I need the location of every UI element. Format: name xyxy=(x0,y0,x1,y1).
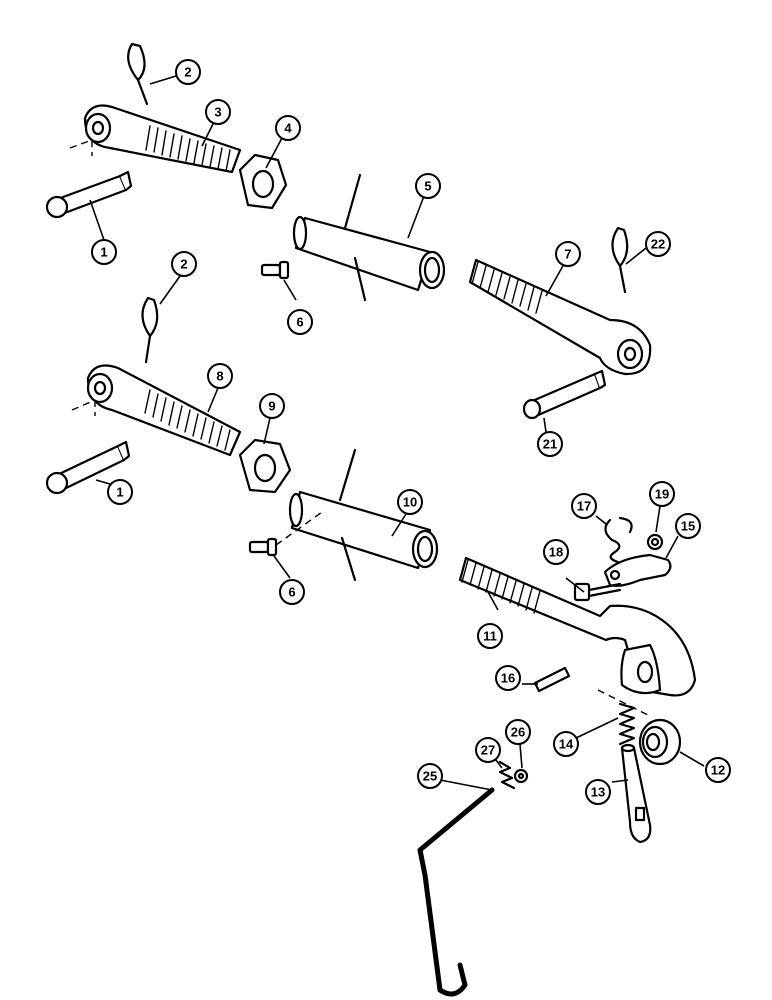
svg-text:2: 2 xyxy=(184,65,191,80)
svg-text:18: 18 xyxy=(549,545,563,560)
latch-plunger xyxy=(620,743,652,844)
callout-1-lower: 1 xyxy=(107,479,133,505)
callout-16: 16 xyxy=(495,665,521,691)
callout-4: 4 xyxy=(275,115,301,141)
svg-text:1: 1 xyxy=(100,245,107,260)
callout-6-lower: 6 xyxy=(279,579,305,605)
lower-pin xyxy=(45,440,131,495)
grease-nipple-upper xyxy=(260,260,290,280)
callout-9: 9 xyxy=(259,393,285,419)
latch-plate xyxy=(603,553,672,587)
callout-14: 14 xyxy=(553,731,579,757)
callout-27: 27 xyxy=(475,737,501,763)
svg-text:25: 25 xyxy=(423,769,437,784)
svg-text:26: 26 xyxy=(511,725,525,740)
svg-text:6: 6 xyxy=(288,585,295,600)
lower-lock-nut xyxy=(238,438,292,494)
callout-13: 13 xyxy=(585,779,611,805)
callout-12: 12 xyxy=(705,757,731,783)
linch-pin-right xyxy=(611,226,629,294)
upper-adjuster-sleeve xyxy=(292,173,446,302)
svg-text:9: 9 xyxy=(268,399,275,414)
svg-text:11: 11 xyxy=(483,629,497,644)
svg-text:5: 5 xyxy=(424,179,431,194)
callout-15: 15 xyxy=(675,513,701,539)
latch-bush xyxy=(638,718,682,766)
svg-text:4: 4 xyxy=(284,121,292,136)
callout-19: 19 xyxy=(649,481,675,507)
callout-11: 11 xyxy=(477,623,503,649)
svg-text:21: 21 xyxy=(543,437,557,452)
lower-adjuster-sleeve xyxy=(288,448,439,582)
callout-25: 25 xyxy=(417,763,443,789)
callout-3: 3 xyxy=(205,99,231,125)
svg-text:15: 15 xyxy=(681,519,695,534)
callout-5: 5 xyxy=(415,173,441,199)
grease-nipple-lower xyxy=(248,537,278,557)
lower-right-link-end xyxy=(458,556,697,697)
svg-text:12: 12 xyxy=(711,763,725,778)
callout-21: 21 xyxy=(537,431,563,457)
roll-pin xyxy=(533,666,571,693)
upper-lock-nut xyxy=(238,153,288,210)
callout-2-upper: 2 xyxy=(175,59,201,85)
latch-bolt xyxy=(573,582,622,602)
latch-nut xyxy=(646,533,664,551)
callout-26: 26 xyxy=(505,719,531,745)
callout-6-upper: 6 xyxy=(287,309,313,335)
svg-text:6: 6 xyxy=(296,315,303,330)
spring-clip xyxy=(604,516,633,564)
svg-text:10: 10 xyxy=(403,495,417,510)
svg-text:17: 17 xyxy=(577,499,591,514)
svg-text:2: 2 xyxy=(180,257,187,272)
callout-1-upper: 1 xyxy=(91,239,117,265)
callout-7: 7 xyxy=(555,241,581,267)
linch-pin-middle xyxy=(141,296,159,364)
svg-text:8: 8 xyxy=(216,369,223,384)
svg-text:7: 7 xyxy=(564,247,571,262)
svg-text:3: 3 xyxy=(214,105,221,120)
right-pin xyxy=(522,369,607,420)
callout-22: 22 xyxy=(645,231,671,257)
upper-link-end xyxy=(83,104,242,174)
svg-text:16: 16 xyxy=(501,671,515,686)
callout-8: 8 xyxy=(207,363,233,389)
callout-2-middle: 2 xyxy=(171,251,197,277)
right-link-end xyxy=(468,258,652,376)
callout-17: 17 xyxy=(571,493,597,519)
callout-18: 18 xyxy=(543,539,569,565)
svg-text:1: 1 xyxy=(116,485,123,500)
linch-pin-upper xyxy=(127,42,149,106)
svg-text:13: 13 xyxy=(591,785,605,800)
svg-text:19: 19 xyxy=(655,487,669,502)
svg-text:22: 22 xyxy=(651,237,665,252)
svg-text:14: 14 xyxy=(559,737,574,752)
leader-lines xyxy=(89,75,705,791)
latch-spring xyxy=(618,702,636,746)
svg-text:27: 27 xyxy=(481,743,495,758)
small-washer xyxy=(513,768,529,784)
lower-link-end xyxy=(86,364,242,457)
upper-pin xyxy=(45,170,133,219)
latch-release-rod xyxy=(417,787,495,997)
torsion-spring xyxy=(498,760,516,790)
callout-10: 10 xyxy=(397,489,423,515)
